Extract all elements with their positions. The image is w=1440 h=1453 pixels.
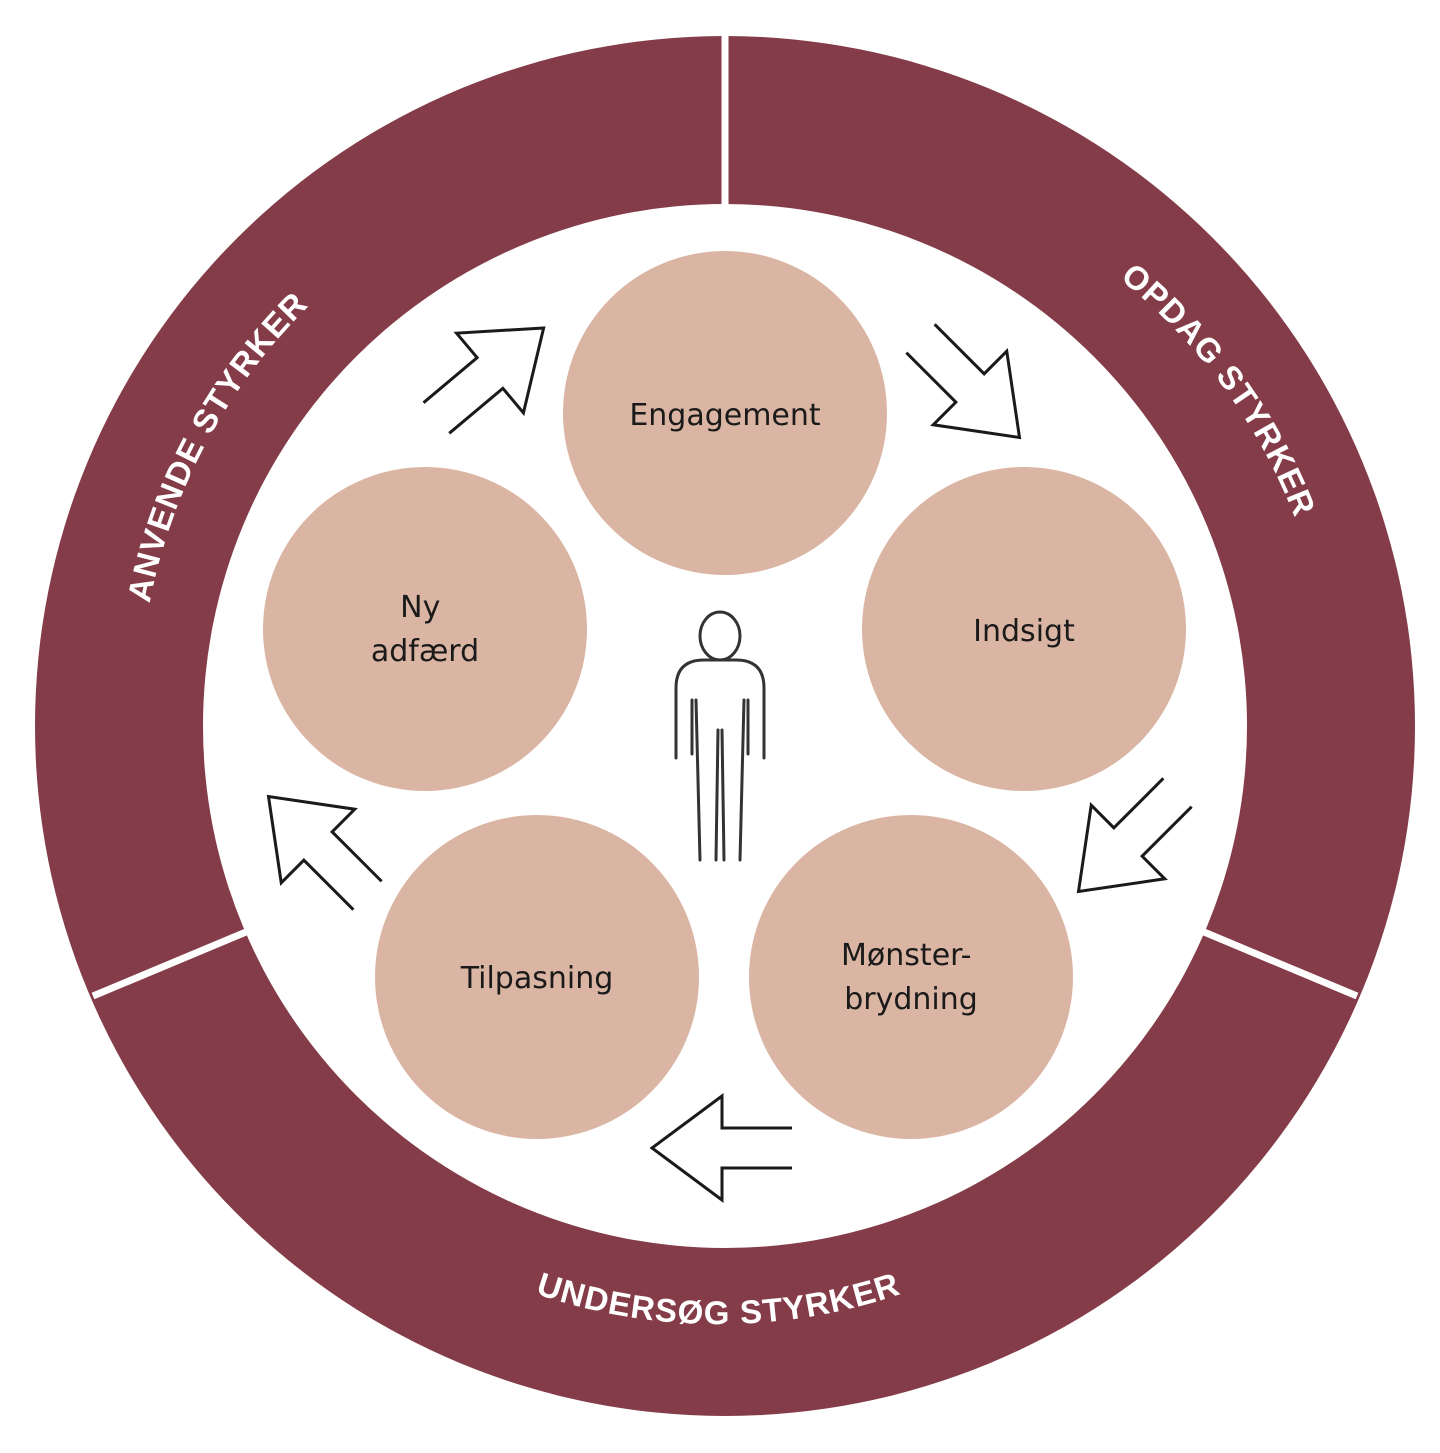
ring-divider-left: [91, 928, 248, 1000]
arrow-icon-tilpasning-to-ny-adfaerd: [266, 794, 383, 911]
stage-circle: [862, 467, 1186, 791]
arrow-icon-ny-adfaerd-to-engagement: [422, 326, 546, 435]
stage-label: Tilpasning: [460, 961, 614, 996]
stage-tilpasning: Tilpasning: [375, 815, 699, 1139]
stage-circle: [375, 815, 699, 1139]
stage-indsigt: Indsigt: [862, 467, 1186, 791]
arrow-icon-monsterbrydning-to-tilpasning: [649, 1093, 792, 1203]
person-icon: [674, 610, 766, 862]
stage-engagement: Engagement: [563, 251, 887, 575]
stage-label: Mønster- brydning: [841, 938, 981, 1017]
outer-ring: OPDAG STYRKER UNDERSØG STYRKER ANVENDE S…: [35, 36, 1415, 1416]
ring-divider-right: [1202, 928, 1359, 1000]
stage-monsterbrydning: Mønster- brydning: [749, 815, 1073, 1139]
stage-circle: [563, 251, 887, 575]
arrow-icon-indsigt-to-monsterbrydning: [1076, 777, 1193, 894]
stage-label: Engagement: [629, 398, 821, 433]
stage-label: Ny adfærd: [371, 590, 479, 669]
stage-label: Indsigt: [973, 614, 1075, 649]
stage-circle: [749, 815, 1073, 1139]
stage-ny-adfaerd: Ny adfærd: [263, 467, 587, 791]
arrow-icon-engagement-to-indsigt: [905, 323, 1022, 440]
stage-circle: [263, 467, 587, 791]
